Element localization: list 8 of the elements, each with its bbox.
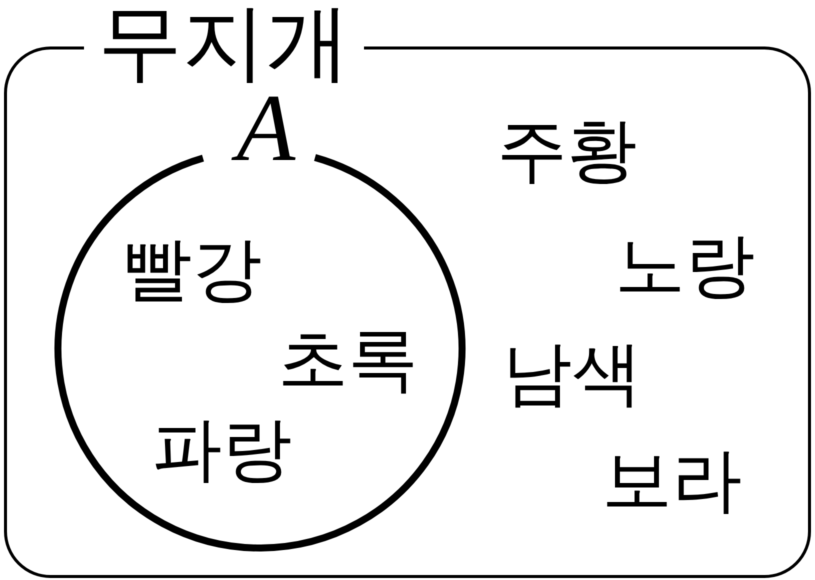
member-label: 초록: [278, 324, 418, 394]
member-label: 보라: [602, 445, 742, 515]
set-title: 무지개: [98, 0, 350, 84]
member-label: 파랑: [152, 414, 292, 484]
member-label: 남색: [502, 338, 642, 408]
member-label: 주황: [497, 115, 637, 185]
member-label: 빨강: [122, 234, 262, 304]
member-label: 노랑: [615, 230, 755, 300]
